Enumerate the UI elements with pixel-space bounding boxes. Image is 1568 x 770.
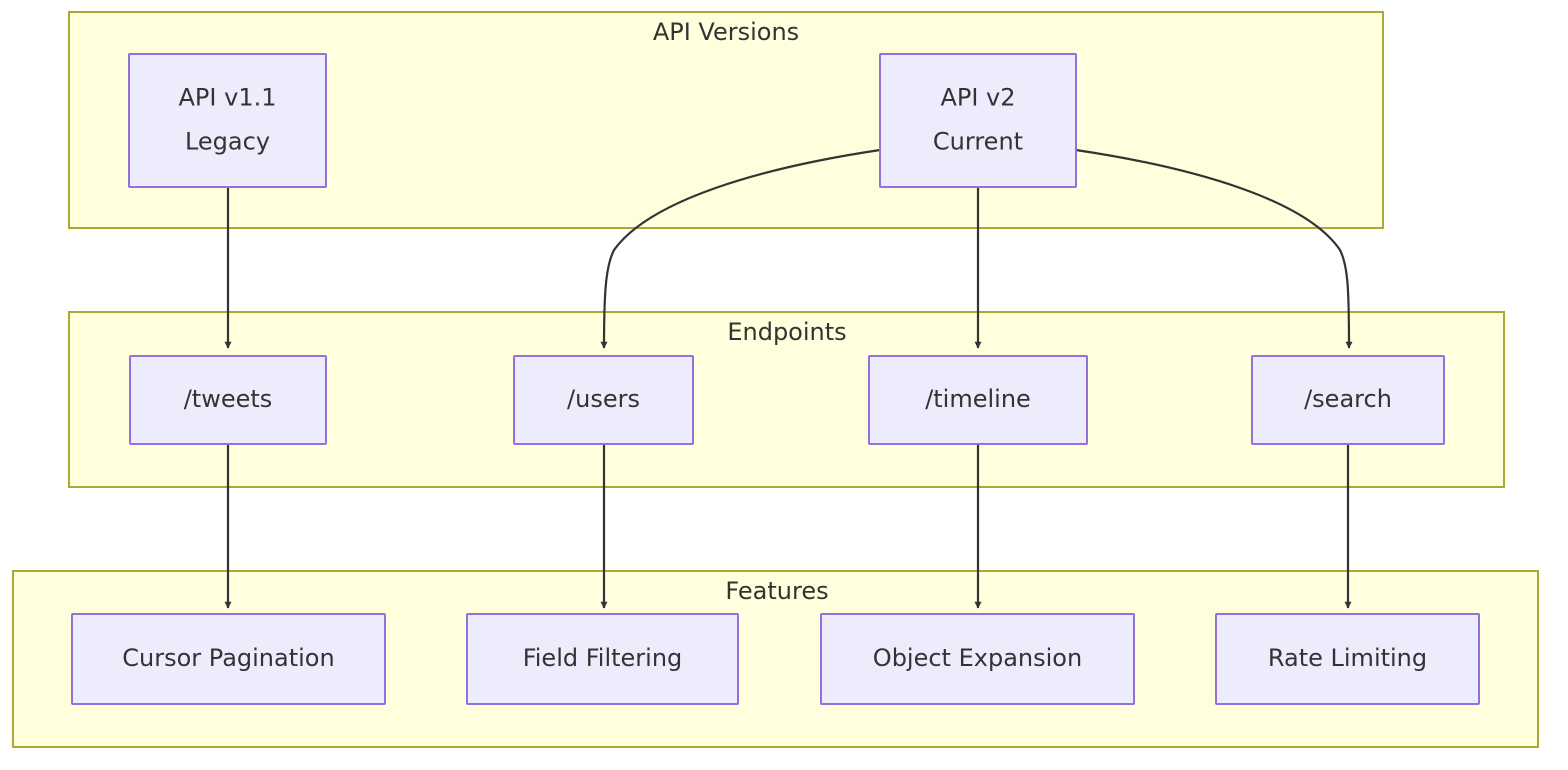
edges-layer xyxy=(224,148,1353,609)
node-box-cursor-pagination[interactable] xyxy=(71,613,386,705)
cluster-title-endpoints: Endpoints xyxy=(727,318,846,346)
node-box-tweets[interactable] xyxy=(129,355,327,445)
node-box-field-filtering[interactable] xyxy=(466,613,739,705)
node-label-field-filtering: Field Filtering xyxy=(523,644,683,672)
node-label-object-expansion: Object Expansion xyxy=(873,644,1082,672)
node-search[interactable]: /search xyxy=(1251,355,1445,445)
node-field-filtering[interactable]: Field Filtering xyxy=(466,613,739,705)
node-label-api-v2-line2: Current xyxy=(933,128,1023,156)
node-box-api-v2[interactable] xyxy=(879,53,1077,188)
node-label-cursor-pagination: Cursor Pagination xyxy=(122,644,334,672)
cluster-title-api-versions: API Versions xyxy=(653,18,799,46)
node-object-expansion[interactable]: Object Expansion xyxy=(820,613,1135,705)
node-tweets[interactable]: /tweets xyxy=(129,355,327,445)
node-label-timeline: /timeline xyxy=(925,385,1031,413)
node-label-users: /users xyxy=(567,385,640,413)
node-label-tweets: /tweets xyxy=(184,385,273,413)
node-box-rate-limiting[interactable] xyxy=(1215,613,1480,705)
node-label-search: /search xyxy=(1304,385,1392,413)
edge-v2-search xyxy=(1075,148,1353,349)
node-label-rate-limiting: Rate Limiting xyxy=(1268,644,1427,672)
node-box-api-v1-1[interactable] xyxy=(128,53,327,188)
node-api-v2[interactable]: API v2 Current xyxy=(879,53,1077,188)
node-label-api-v1-1-line1: API v1.1 xyxy=(179,84,277,112)
node-box-search[interactable] xyxy=(1251,355,1445,445)
node-box-object-expansion[interactable] xyxy=(820,613,1135,705)
node-rate-limiting[interactable]: Rate Limiting xyxy=(1215,613,1480,705)
cluster-title-features: Features xyxy=(725,577,828,605)
node-box-users[interactable] xyxy=(513,355,694,445)
node-label-api-v2-line1: API v2 xyxy=(940,84,1015,112)
edge-v2-users xyxy=(600,148,881,349)
node-users[interactable]: /users xyxy=(513,355,694,445)
node-box-timeline[interactable] xyxy=(868,355,1088,445)
node-timeline[interactable]: /timeline xyxy=(868,355,1088,445)
node-cursor-pagination[interactable]: Cursor Pagination xyxy=(71,613,386,705)
node-label-api-v1-1-line2: Legacy xyxy=(185,128,270,156)
